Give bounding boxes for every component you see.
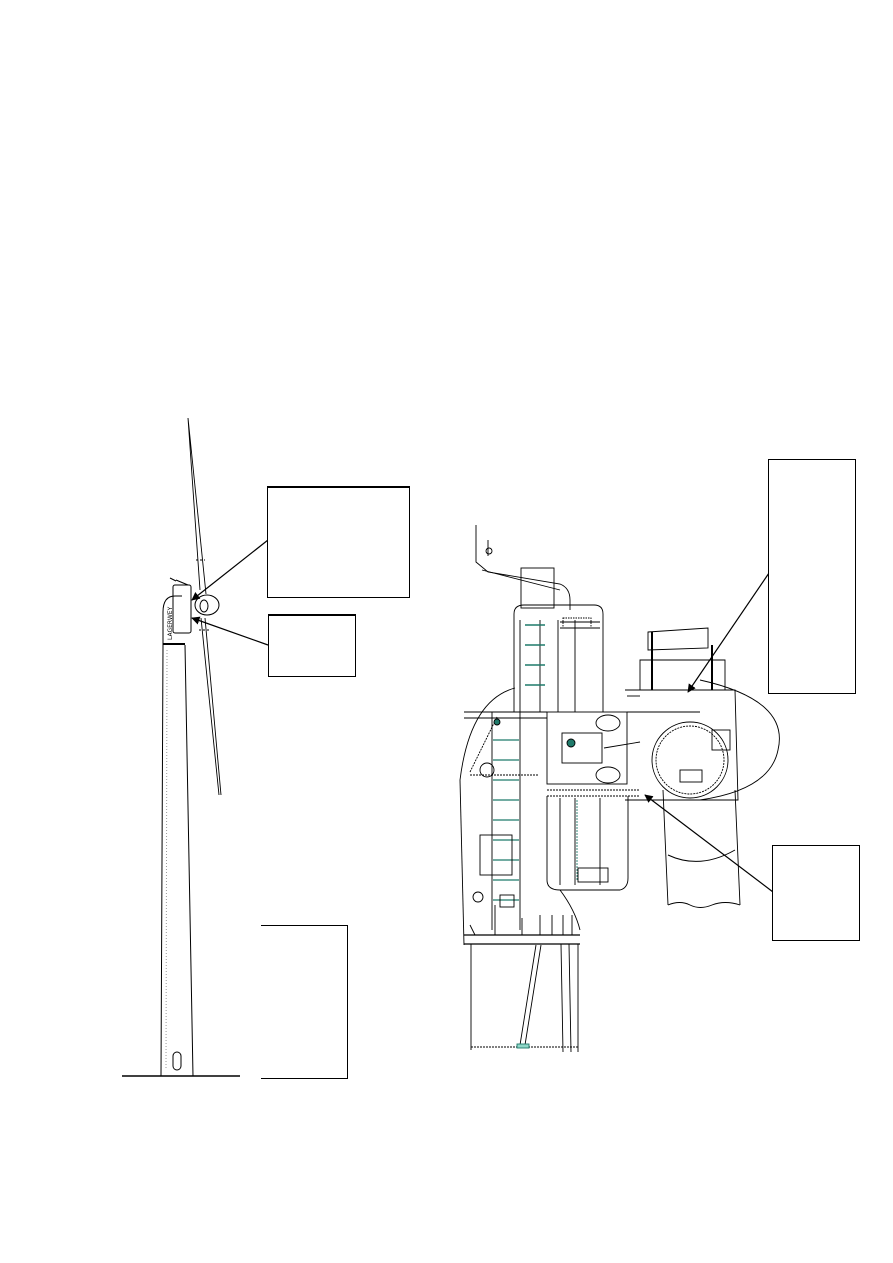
leader-line-2: [191, 616, 269, 646]
callout-box-3: [261, 925, 348, 1079]
leader-line-4: [687, 572, 770, 693]
nacelle-brand-text: LAGERWEY: [167, 606, 174, 640]
tower-door: [172, 1051, 182, 1071]
tower: [160, 644, 194, 1077]
leader-line-5: [644, 794, 774, 893]
callout-box-2: [268, 614, 356, 677]
blade-lower: [200, 617, 222, 796]
blade-upper: [187, 417, 207, 595]
callout-box-5: [772, 845, 860, 941]
callout-text-4: [769, 460, 855, 468]
tower-section: [470, 944, 579, 1052]
nacelle: [162, 595, 182, 645]
callout-box-4: [768, 459, 856, 694]
callout-text-1: [268, 488, 409, 496]
callout-box-1: [267, 486, 410, 598]
callout-text-2: [269, 616, 355, 624]
callout-text-5: [773, 846, 859, 854]
turbine-side-view: [122, 417, 240, 1077]
nacelle-cutaway: [459, 525, 780, 1053]
leader-line-1: [191, 539, 269, 601]
hub: [194, 594, 220, 616]
callout-text-3: [261, 926, 347, 934]
